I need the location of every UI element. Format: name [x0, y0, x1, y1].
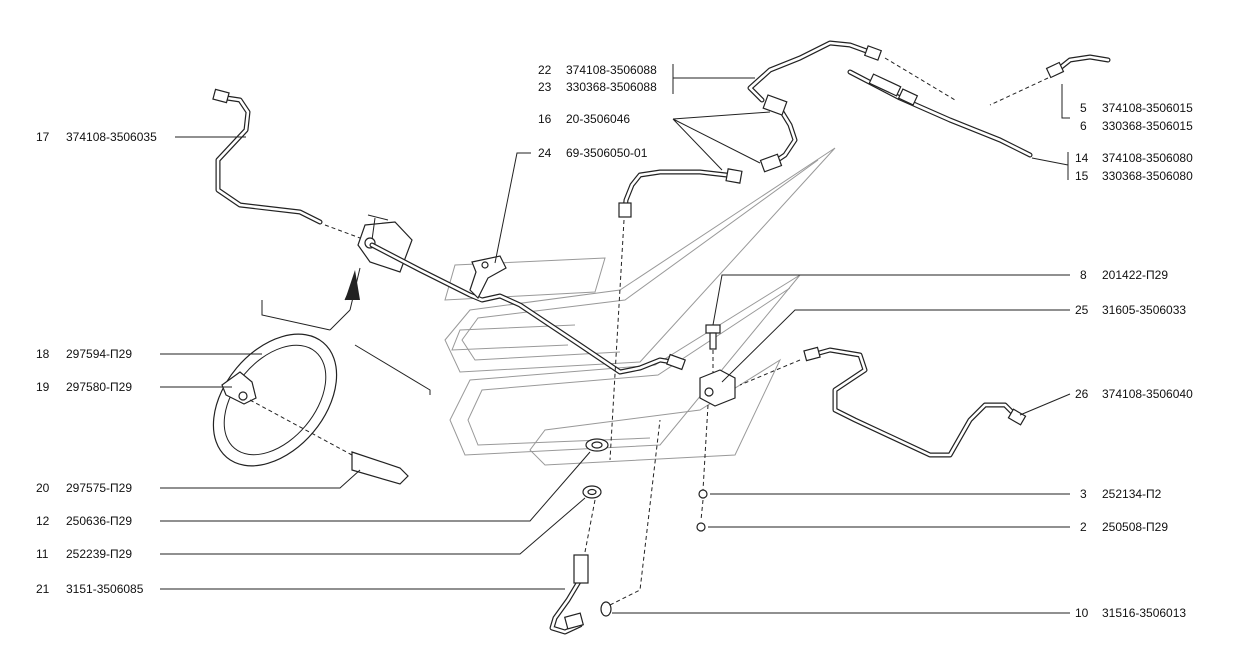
callout-code: 330368-3506015	[1102, 119, 1193, 133]
callout-code: 250636-П29	[66, 514, 132, 528]
callout-code: 252134-П2	[1102, 487, 1162, 501]
tee-block-25	[699, 369, 736, 407]
callout-18: 18 297594-П29	[36, 347, 132, 361]
callout-num: 6	[1080, 119, 1087, 133]
callout-code: 31516-3506013	[1102, 606, 1186, 620]
callout-num: 16	[538, 112, 552, 126]
callout-5: 5 374108-3506015	[1080, 101, 1193, 115]
callout-code: 297575-П29	[66, 481, 132, 495]
callout-code: 201422-П29	[1102, 268, 1168, 282]
callout-26: 26 374108-3506040	[1075, 387, 1193, 401]
callout-num: 11	[36, 547, 49, 561]
callout-20: 20 297575-П29	[36, 481, 132, 495]
callout-code: 374108-3506015	[1102, 101, 1193, 115]
callout-code: 31605-3506033	[1102, 303, 1186, 317]
callout-num: 24	[538, 146, 552, 160]
callout-num: 18	[36, 347, 50, 361]
seal-ring-10	[600, 601, 612, 617]
callout-15: 15 330368-3506080	[1075, 169, 1193, 183]
callout-3: 3 252134-П2	[1080, 487, 1162, 501]
pipe-17	[212, 88, 323, 225]
callout-code: 330368-3506080	[1102, 169, 1193, 183]
callout-code: 69-3506050-01	[566, 146, 648, 160]
callout-8: 8 201422-П29	[1080, 268, 1168, 282]
callout-num: 2	[1080, 520, 1087, 534]
clamp-bracket-19	[221, 371, 257, 405]
callout-code: 250508-П29	[1102, 520, 1168, 534]
callout-25: 25 31605-3506033	[1075, 303, 1186, 317]
callout-14: 14 374108-3506080	[1075, 151, 1193, 165]
clamp-strap-20	[351, 451, 409, 485]
hose-14-15	[847, 69, 1033, 158]
callout-code: 3151-3506085	[66, 582, 144, 596]
pipe-22-23	[747, 40, 883, 103]
callout-code: 330368-3506088	[566, 80, 657, 94]
callout-num: 20	[36, 481, 50, 495]
callout-num: 23	[538, 80, 552, 94]
callout-17: 17 374108-3506035	[36, 130, 157, 144]
callout-22: 22 374108-3506088	[538, 63, 657, 77]
pipe-clamp-bracket	[329, 214, 413, 331]
callout-num: 26	[1075, 387, 1089, 401]
washer-11	[582, 485, 602, 499]
callout-code: 252239-П29	[66, 547, 132, 561]
callout-12: 12 250636-П29	[36, 514, 132, 528]
callout-code: 297594-П29	[66, 347, 132, 361]
callout-21: 21 3151-3506085	[36, 582, 144, 596]
callout-code: 297580-П29	[66, 380, 132, 394]
callout-num: 17	[36, 130, 50, 144]
callout-24: 24 69-3506050-01	[538, 146, 648, 160]
callout-code: 20-3506046	[566, 112, 630, 126]
bolt-8	[705, 324, 721, 350]
callout-19: 19 297580-П29	[36, 380, 132, 394]
callout-code: 374108-3506088	[566, 63, 657, 77]
callout-16: 16 20-3506046	[538, 112, 630, 126]
nut-12	[585, 438, 609, 452]
callout-2: 2 250508-П29	[1080, 520, 1168, 534]
callout-code: 374108-3506080	[1102, 151, 1193, 165]
callout-num: 22	[538, 63, 552, 77]
frame-outline-background	[444, 147, 836, 466]
hose-21	[549, 554, 589, 635]
callout-11: 11 252239-П29	[36, 547, 132, 561]
callout-num: 5	[1080, 101, 1087, 115]
callout-6: 6 330368-3506015	[1080, 119, 1193, 133]
leader-lines	[160, 64, 1071, 614]
pipe-26	[803, 346, 1027, 458]
bracket-24	[469, 255, 507, 300]
pipe-5-6	[1045, 54, 1111, 79]
callout-num: 19	[36, 380, 50, 394]
callout-num: 10	[1075, 606, 1089, 620]
callout-code: 374108-3506035	[66, 130, 157, 144]
callout-num: 25	[1075, 303, 1089, 317]
callout-num: 3	[1080, 487, 1087, 501]
callout-num: 12	[36, 514, 50, 528]
callout-code: 374108-3506040	[1102, 387, 1193, 401]
callout-num: 15	[1075, 169, 1089, 183]
tee-connector-16	[759, 94, 798, 173]
pipe-upper-center	[618, 168, 743, 218]
clamp-ring-18	[212, 333, 338, 467]
callout-23: 23 330368-3506088	[538, 80, 657, 94]
callout-10: 10 31516-3506013	[1075, 606, 1186, 620]
callout-num: 8	[1080, 268, 1087, 282]
callout-num: 14	[1075, 151, 1089, 165]
callout-num: 21	[36, 582, 50, 596]
pipe-main-center	[369, 242, 686, 375]
